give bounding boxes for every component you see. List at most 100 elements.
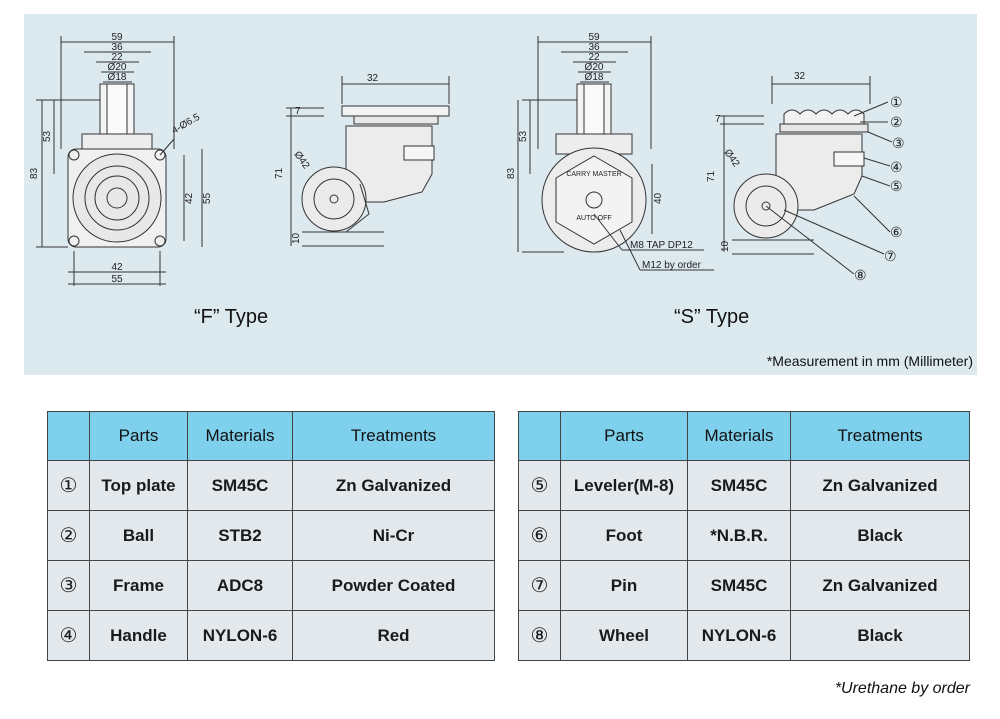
- callout-6: ⑥: [890, 224, 903, 240]
- f-front-dim-83: 83: [29, 167, 40, 179]
- f-type-side-view: 32 7 71 Ø42 10: [274, 73, 450, 247]
- measurement-note: *Measurement in mm (Millimeter): [766, 353, 973, 369]
- table-row: ② Ball STB2 Ni-Cr: [47, 510, 495, 561]
- f-side-dim-7: 7: [295, 106, 301, 117]
- header-parts: Parts: [560, 411, 688, 461]
- f-type-front-view: 59 36 22 Ø20 Ø18 4-Ø6.5 53 83: [29, 32, 213, 286]
- s-tap-label: M8 TAP DP12: [630, 240, 693, 251]
- row-part: Leveler(M-8): [560, 460, 688, 511]
- s-front-dim-59: 59: [588, 32, 600, 43]
- s-type-label: “S” Type: [674, 306, 750, 328]
- row-number: ③: [47, 560, 90, 611]
- row-material: NYLON-6: [187, 610, 293, 661]
- s-brand-text: CARRY MASTER: [566, 171, 621, 178]
- callout-1: ①: [890, 94, 903, 110]
- f-front-dim-55v: 55: [202, 192, 213, 204]
- f-front-dim-18: Ø18: [108, 72, 127, 83]
- s-type-side-view: 32 7 71 Ø42 10: [706, 71, 893, 275]
- row-treatment: Black: [790, 510, 970, 561]
- f-front-dim-20: Ø20: [108, 62, 127, 73]
- technical-drawing-panel: 59 36 22 Ø20 Ø18 4-Ø6.5 53 83: [24, 14, 977, 375]
- row-material: STB2: [187, 510, 293, 561]
- table-row: ⑥ Foot *N.B.R. Black: [518, 510, 970, 561]
- row-treatment: Zn Galvanized: [790, 460, 970, 511]
- header-parts: Parts: [89, 411, 188, 461]
- table-header-row: Parts Materials Treatments: [47, 411, 495, 461]
- callout-8: ⑧: [854, 267, 867, 283]
- table-row: ④ Handle NYLON-6 Red: [47, 610, 495, 661]
- f-front-dim-59: 59: [111, 32, 123, 43]
- f-side-dim-42: Ø42: [292, 149, 312, 171]
- f-front-dim-42h: 42: [111, 262, 123, 273]
- s-front-dim-22: 22: [588, 52, 600, 63]
- callout-4: ④: [890, 159, 903, 175]
- s-front-dim-20: Ø20: [585, 62, 604, 73]
- s-front-dim-83: 83: [506, 167, 517, 179]
- callout-2: ②: [890, 114, 903, 130]
- row-material: ADC8: [187, 560, 293, 611]
- row-treatment: Ni-Cr: [292, 510, 495, 561]
- row-treatment: Red: [292, 610, 495, 661]
- s-m12-label: M12 by order: [642, 260, 702, 271]
- table-row: ① Top plate SM45C Zn Galvanized: [47, 460, 495, 511]
- s-auto-off-text: AUTO OFF: [576, 215, 611, 222]
- s-front-dim-40: 40: [653, 192, 664, 204]
- row-number: ④: [47, 610, 90, 661]
- header-materials: Materials: [187, 411, 293, 461]
- row-number: ⑧: [518, 610, 561, 661]
- f-front-dim-42v: 42: [184, 192, 195, 204]
- callout-3: ③: [892, 135, 905, 151]
- f-front-dim-36: 36: [111, 42, 123, 53]
- f-front-dim-holes: 4-Ø6.5: [170, 112, 202, 137]
- callout-5: ⑤: [890, 178, 903, 194]
- header-materials: Materials: [687, 411, 791, 461]
- row-treatment: Zn Galvanized: [790, 560, 970, 611]
- row-number: ⑦: [518, 560, 561, 611]
- parts-table-left: Parts Materials Treatments ① Top plate S…: [47, 411, 495, 661]
- s-front-dim-36: 36: [588, 42, 600, 53]
- table-row: ③ Frame ADC8 Powder Coated: [47, 560, 495, 611]
- row-material: *N.B.R.: [687, 510, 791, 561]
- row-part: Foot: [560, 510, 688, 561]
- row-material: NYLON-6: [687, 610, 791, 661]
- row-number: ①: [47, 460, 90, 511]
- row-part: Handle: [89, 610, 188, 661]
- row-part: Wheel: [560, 610, 688, 661]
- row-part: Top plate: [89, 460, 188, 511]
- callout-7: ⑦: [884, 248, 897, 264]
- header-number: [47, 411, 90, 461]
- row-treatment: Powder Coated: [292, 560, 495, 611]
- row-number: ⑥: [518, 510, 561, 561]
- row-material: SM45C: [687, 460, 791, 511]
- row-part: Pin: [560, 560, 688, 611]
- table-row: ⑦ Pin SM45C Zn Galvanized: [518, 560, 970, 611]
- table-row: ⑧ Wheel NYLON-6 Black: [518, 610, 970, 661]
- row-number: ②: [47, 510, 90, 561]
- s-front-dim-53: 53: [518, 130, 529, 142]
- s-front-dim-18: Ø18: [585, 72, 604, 83]
- header-treatments: Treatments: [790, 411, 970, 461]
- row-part: Frame: [89, 560, 188, 611]
- row-part: Ball: [89, 510, 188, 561]
- s-side-dim-71: 71: [706, 170, 717, 182]
- table-header-row: Parts Materials Treatments: [518, 411, 970, 461]
- f-type-label: “F” Type: [194, 306, 269, 328]
- s-side-dim-42: Ø42: [722, 147, 742, 169]
- row-material: SM45C: [187, 460, 293, 511]
- f-side-dim-32: 32: [367, 73, 379, 84]
- s-side-dim-32: 32: [794, 71, 806, 82]
- s-side-dim-7: 7: [715, 114, 721, 125]
- s-type-front-view: 59 36 22 Ø20 Ø18 CARRY MASTER AUTO OFF 5…: [506, 32, 714, 271]
- f-side-dim-10: 10: [291, 232, 302, 244]
- caster-technical-drawing: 59 36 22 Ø20 Ø18 4-Ø6.5 53 83: [29, 32, 905, 286]
- header-treatments: Treatments: [292, 411, 495, 461]
- header-number: [518, 411, 561, 461]
- parts-table-right: Parts Materials Treatments ⑤ Leveler(M-8…: [518, 411, 970, 661]
- row-material: SM45C: [687, 560, 791, 611]
- f-side-dim-71: 71: [274, 167, 285, 179]
- row-treatment: Zn Galvanized: [292, 460, 495, 511]
- f-front-dim-53: 53: [42, 130, 53, 142]
- table-row: ⑤ Leveler(M-8) SM45C Zn Galvanized: [518, 460, 970, 511]
- row-number: ⑤: [518, 460, 561, 511]
- s-side-dim-10: 10: [720, 240, 731, 252]
